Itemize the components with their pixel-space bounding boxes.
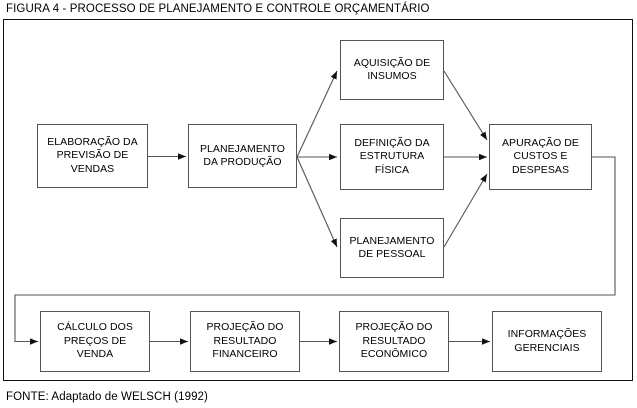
node-informacoes-gerenciais[interactable]: INFORMAÇÕES GERENCIAIS bbox=[492, 311, 602, 372]
node-definicao-estrutura-fisica[interactable]: DEFINIÇÃO DA ESTRUTURA FÍSICA bbox=[340, 124, 444, 190]
node-line: DESPESAS bbox=[511, 163, 569, 176]
node-line: PLANEJAMENTO bbox=[349, 234, 435, 247]
node-line: DA PRODUÇÃO bbox=[203, 156, 282, 168]
node-planejamento-producao[interactable]: PLANEJAMENTO DA PRODUÇÃO bbox=[188, 124, 297, 188]
node-line: CUSTOS E bbox=[513, 150, 568, 163]
node-line: RESULTADO bbox=[213, 334, 277, 347]
node-planejamento-pessoal[interactable]: PLANEJAMENTO DE PESSOAL bbox=[340, 218, 444, 278]
node-line: DEFINIÇÃO DA bbox=[354, 136, 430, 149]
node-line: INFORMAÇÕES bbox=[507, 328, 587, 340]
node-line: GERENCIAIS bbox=[514, 341, 580, 354]
node-line: PLANEJAMENTO bbox=[199, 142, 285, 155]
node-line: AQUISIÇÃO DE bbox=[353, 56, 431, 69]
node-line: VENDA bbox=[76, 348, 114, 361]
node-line: FÍSICA bbox=[374, 163, 410, 176]
node-apuracao-custos-despesas[interactable]: APURAÇÃO DE CUSTOS E DESPESAS bbox=[489, 124, 592, 190]
node-projecao-resultado-economico[interactable]: PROJEÇÃO DO RESULTADO ECONÔMICO bbox=[339, 311, 449, 372]
node-line: VENDAS bbox=[70, 162, 115, 175]
figure-source: FONTE: Adaptado de WELSCH (1992) bbox=[6, 391, 208, 403]
node-line: PREVISÃO DE bbox=[56, 149, 129, 162]
node-projecao-resultado-financeiro[interactable]: PROJEÇÃO DO RESULTADO FINANCEIRO bbox=[190, 311, 300, 372]
node-line: CÁLCULO DOS bbox=[57, 321, 133, 334]
node-line: PROJEÇÃO DO bbox=[355, 321, 433, 334]
node-line: FINANCEIRO bbox=[212, 348, 278, 361]
node-calculo-precos-venda[interactable]: CÁLCULO DOS PREÇOS DE VENDA bbox=[40, 311, 150, 372]
node-line: RESULTADO bbox=[362, 334, 426, 347]
node-aquisicao-insumos[interactable]: AQUISIÇÃO DE INSUMOS bbox=[340, 40, 444, 100]
node-elaboracao-previsao-vendas[interactable]: ELABORAÇÃO DA PREVISÃO DE VENDAS bbox=[37, 124, 148, 188]
node-line: APURAÇÃO DE bbox=[502, 136, 579, 149]
node-line: DE PESSOAL bbox=[358, 248, 426, 260]
node-line: INSUMOS bbox=[367, 70, 417, 82]
node-line: PREÇOS DE bbox=[63, 334, 127, 347]
node-line: PROJEÇÃO DO bbox=[206, 321, 284, 334]
node-line: ECONÔMICO bbox=[360, 348, 428, 361]
node-line: ELABORAÇÃO DA bbox=[47, 135, 138, 148]
figure-title: FIGURA 4 - PROCESSO DE PLANEJAMENTO E CO… bbox=[6, 3, 430, 15]
node-line: ESTRUTURA bbox=[359, 150, 425, 163]
